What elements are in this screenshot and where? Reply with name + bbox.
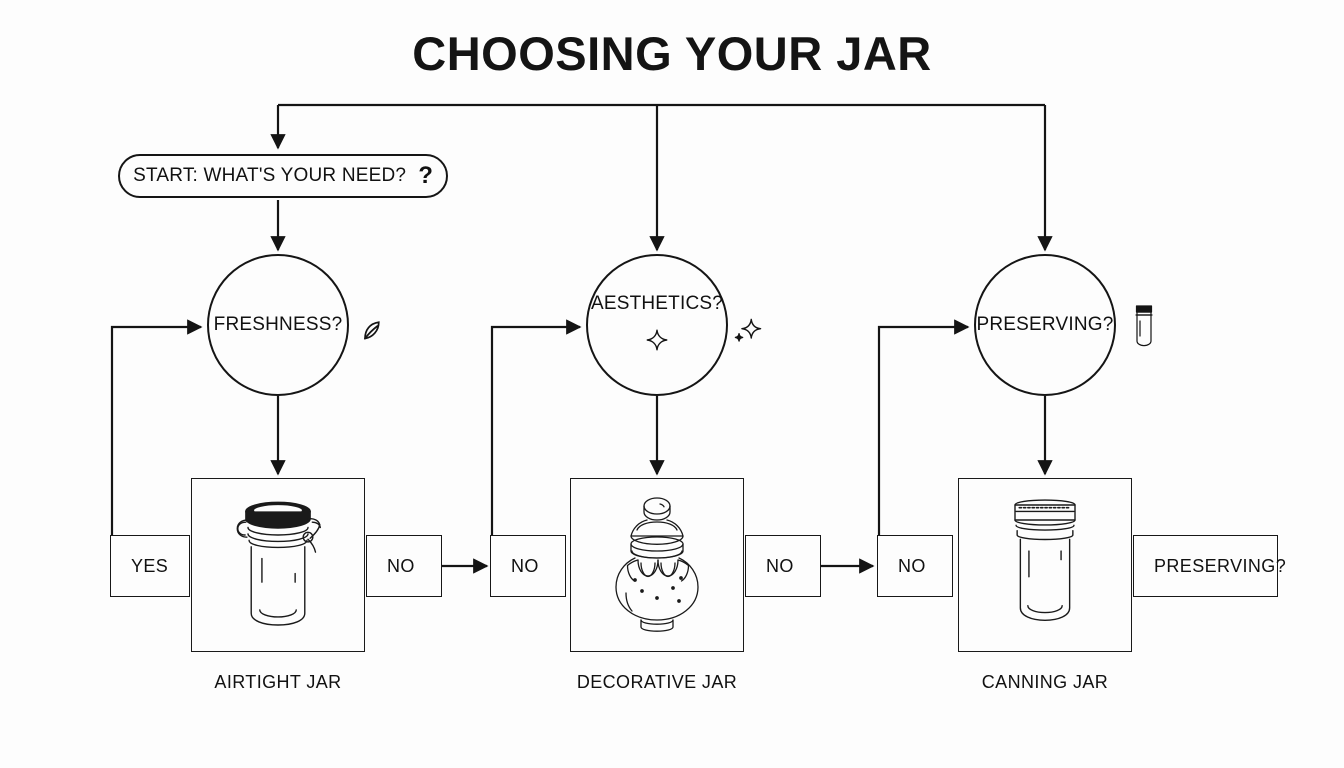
decision-aesthetics-label: AESTHETICS? — [590, 293, 724, 314]
result-image-airtight-jar — [191, 478, 365, 652]
leaf-icon — [355, 316, 385, 350]
result-caption-canning-jar: CANNING JAR — [981, 672, 1109, 692]
start-node[interactable]: START: WHAT'S YOUR NEED? ? — [118, 154, 448, 198]
edge-label-yes-freshness[interactable]: YES — [110, 535, 190, 597]
edge-label-no-aesthetics-left[interactable]: NO — [490, 535, 566, 597]
result-caption-decorative-jar: DECORATIVE JAR — [576, 672, 738, 692]
edge-label-preserving-end[interactable]: PRESERVING? — [1133, 535, 1286, 597]
decision-freshness-label: FRESHNESS? — [213, 314, 343, 335]
decision-preserving[interactable]: PRESERVING? — [974, 254, 1116, 396]
sparkle-icon — [730, 313, 764, 351]
result-caption-airtight-jar: AIRTIGHT JAR — [214, 672, 342, 692]
result-image-canning-jar — [958, 478, 1132, 652]
edge-label-no-freshness[interactable]: NO — [366, 535, 442, 597]
decision-preserving-label: PRESERVING? — [976, 314, 1114, 335]
jar-icon — [1130, 302, 1158, 354]
decision-aesthetics[interactable]: AESTHETICS? — [586, 254, 728, 396]
start-node-label: START: WHAT'S YOUR NEED? — [133, 165, 407, 186]
edge-label-no-preserving[interactable]: NO — [877, 535, 953, 597]
edge-label-no-aesthetics-right[interactable]: NO — [745, 535, 821, 597]
sparkle-icon-inner — [644, 327, 670, 357]
page-title: CHOOSING YOUR JAR — [412, 27, 932, 80]
result-image-decorative-jar — [570, 478, 744, 652]
question-mark-icon: ? — [418, 162, 433, 189]
decision-freshness[interactable]: FRESHNESS? — [207, 254, 349, 396]
